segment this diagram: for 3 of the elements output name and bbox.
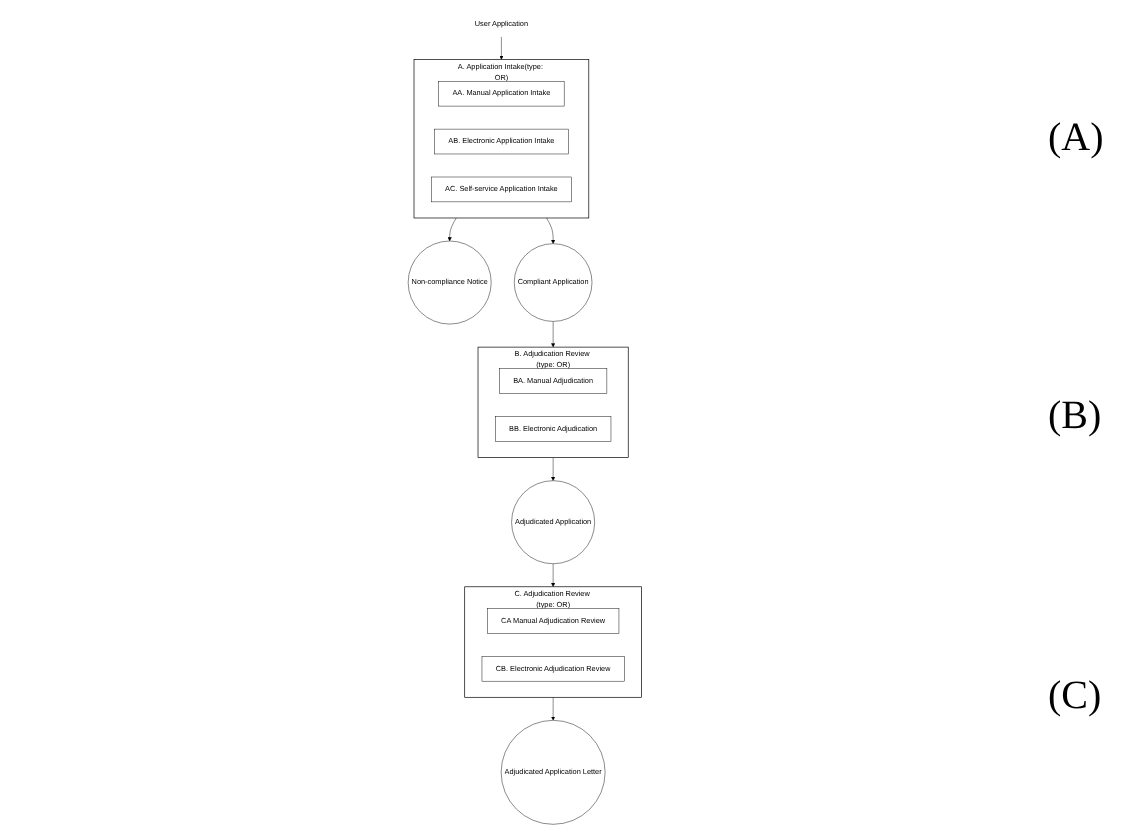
panel-label: (B) <box>1048 394 1104 441</box>
panel-label: (A) <box>1048 116 1106 163</box>
panel-label: (C) <box>1048 673 1104 720</box>
